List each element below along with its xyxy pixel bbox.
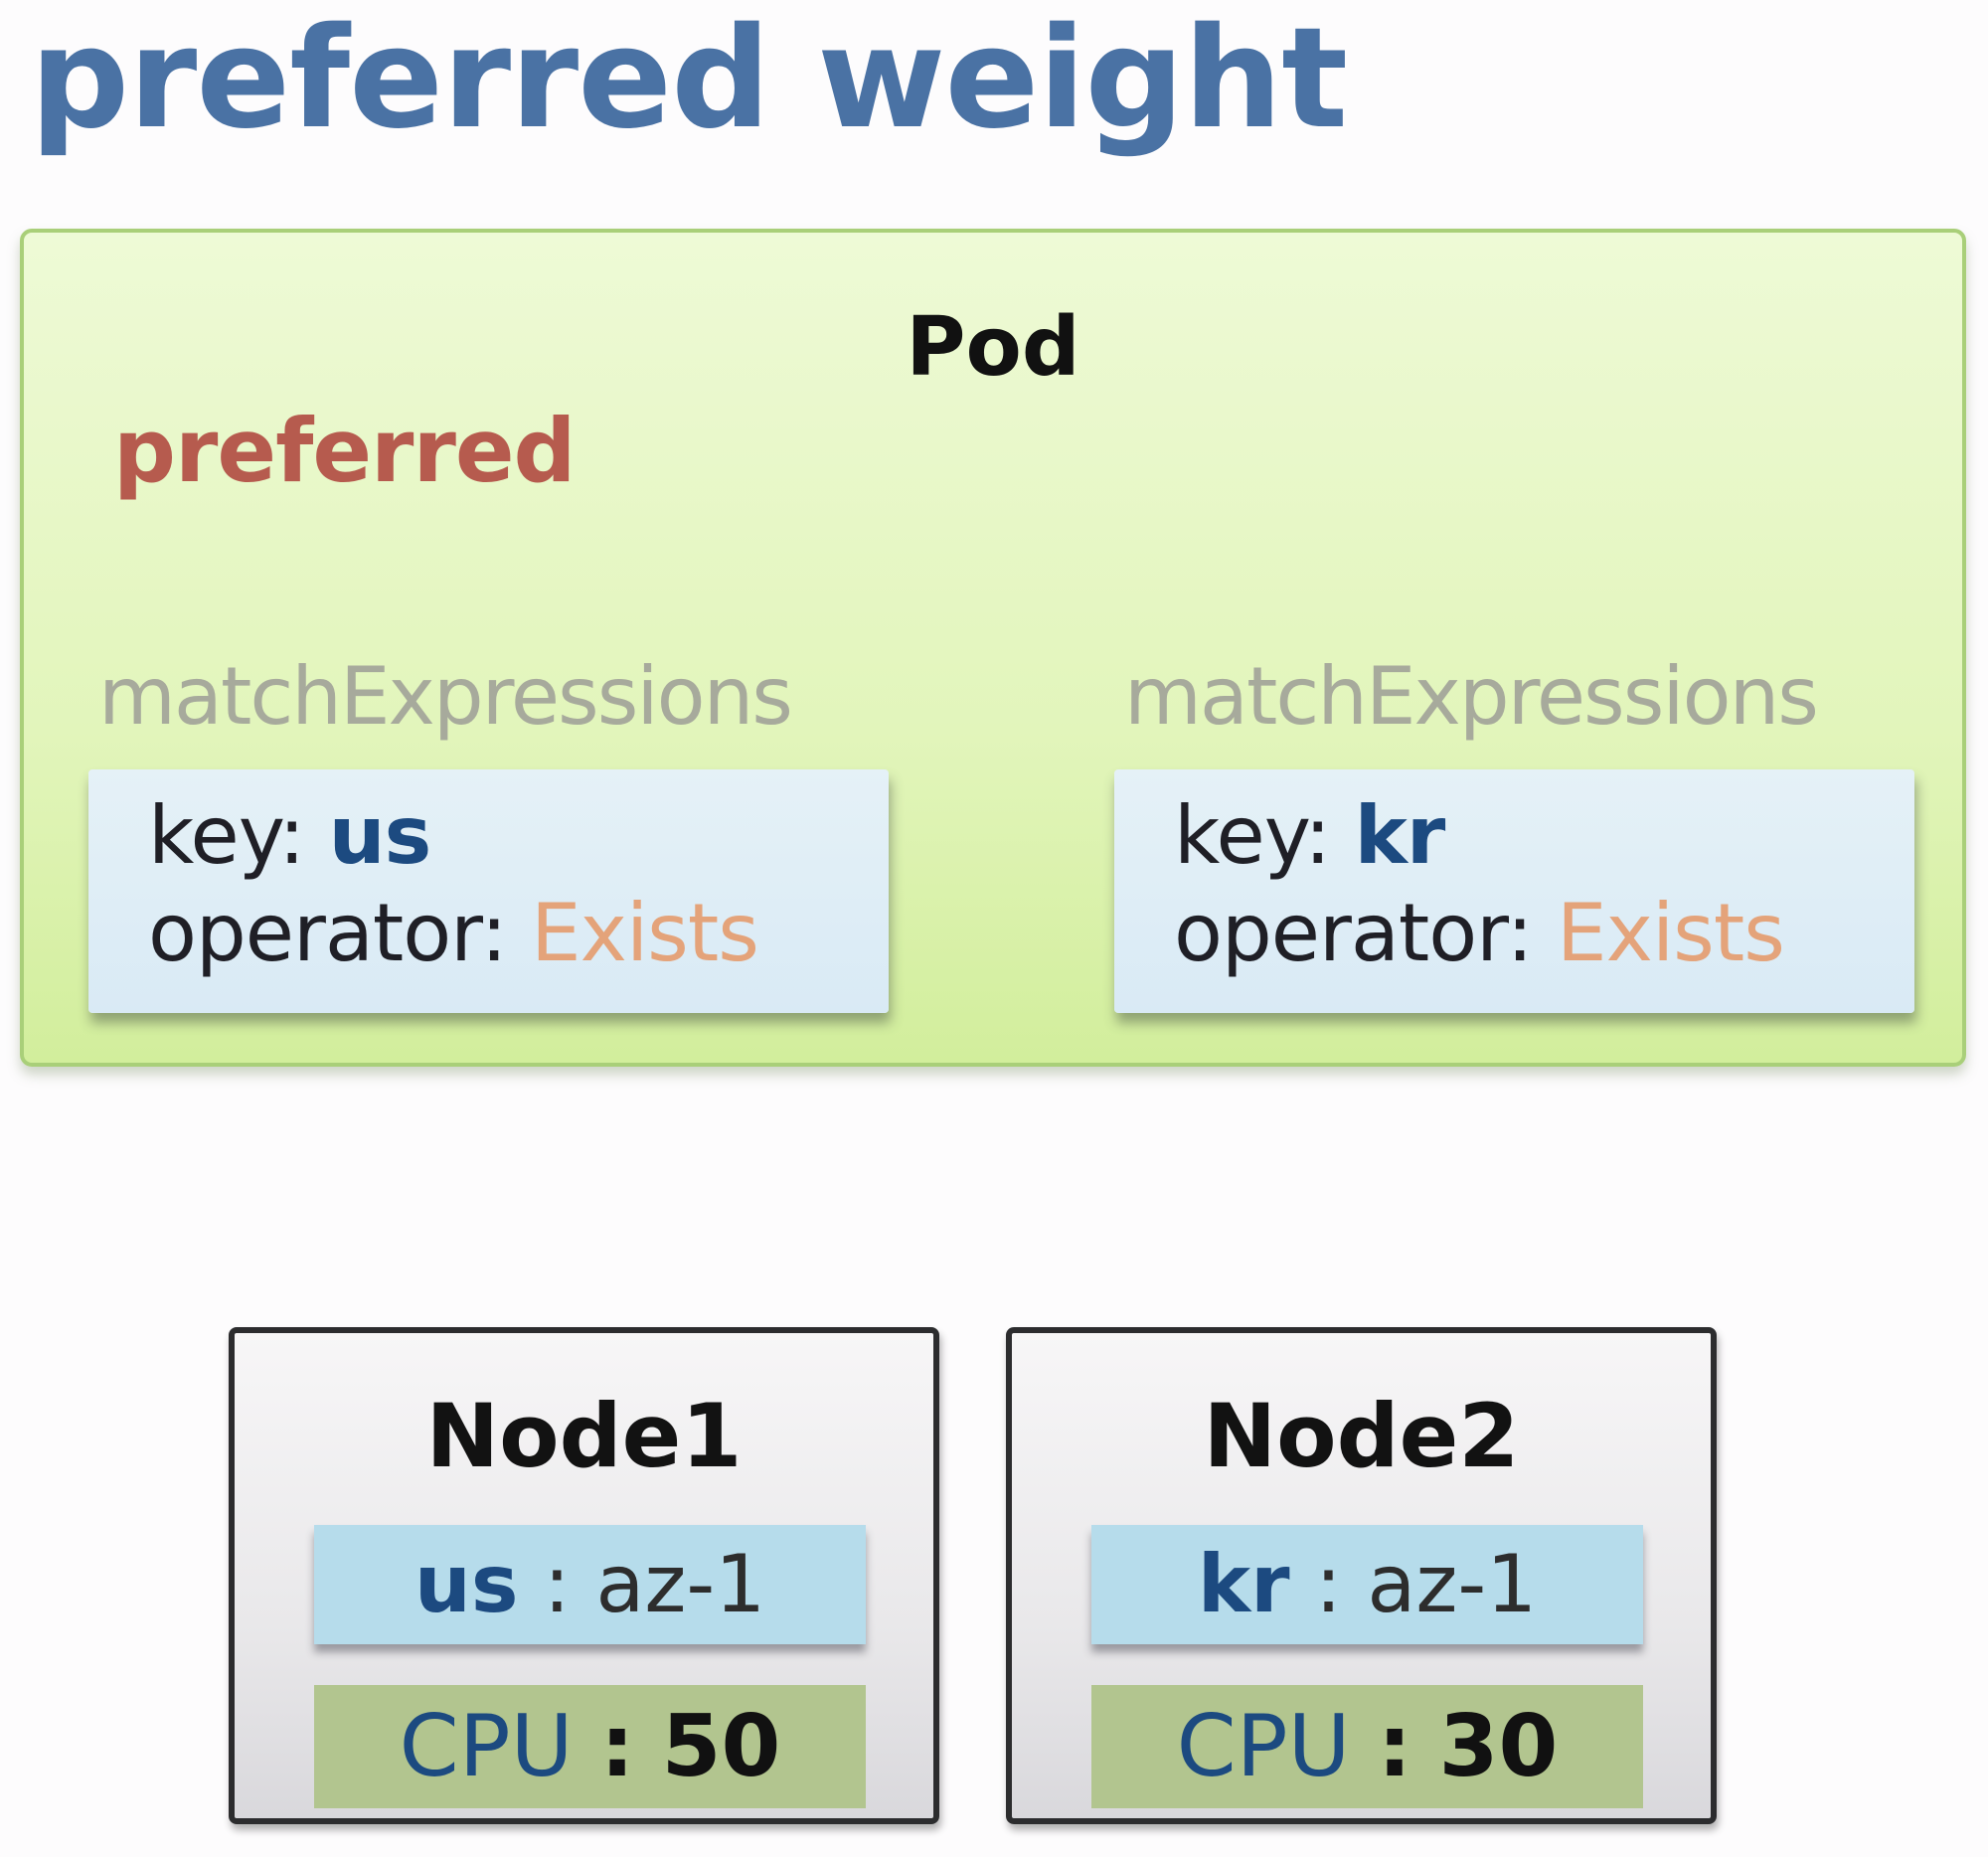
key-value: kr xyxy=(1354,789,1446,882)
key-label: key: xyxy=(1174,789,1331,882)
node-name: Node2 xyxy=(1203,1385,1520,1487)
key-label: key: xyxy=(148,789,305,882)
pod-box: Pod preferred matchExpressions key: us o… xyxy=(20,229,1966,1067)
node-label-key: us xyxy=(414,1538,519,1630)
affinity-mode-label: preferred xyxy=(113,400,577,502)
node-name: Node1 xyxy=(425,1385,743,1487)
match-expression-box-2: key: kr operator: Exists xyxy=(1114,769,1914,1013)
match-expressions-title-2: matchExpressions xyxy=(1124,650,1819,743)
node-label-key: kr xyxy=(1197,1538,1290,1630)
expression-key-line: key: us xyxy=(148,789,432,882)
node-cpu-separator: : xyxy=(1377,1697,1412,1796)
expression-key-line: key: kr xyxy=(1174,789,1446,882)
node-cpu-value: 30 xyxy=(1438,1697,1559,1796)
operator-label: operator: xyxy=(148,887,508,979)
node-cpu-label: CPU xyxy=(399,1697,574,1796)
node-label-bar: us : az-1 xyxy=(314,1525,866,1644)
slide-title: preferred weight xyxy=(30,0,1348,160)
operator-label: operator: xyxy=(1174,887,1534,979)
node-box-2: Node2 kr : az-1 CPU : 30 xyxy=(1006,1327,1717,1824)
operator-value: Exists xyxy=(1557,887,1785,979)
node-label-separator: : xyxy=(543,1538,571,1630)
pod-label: Pod xyxy=(906,300,1080,395)
node-label-bar: kr : az-1 xyxy=(1091,1525,1643,1644)
node-box-1: Node1 us : az-1 CPU : 50 xyxy=(229,1327,939,1824)
operator-value: Exists xyxy=(531,887,759,979)
match-expression-box-1: key: us operator: Exists xyxy=(88,769,889,1013)
node-cpu-label: CPU xyxy=(1176,1697,1351,1796)
match-expressions-title-1: matchExpressions xyxy=(98,650,793,743)
node-label-value: az-1 xyxy=(595,1538,766,1630)
expression-operator-line: operator: Exists xyxy=(1174,887,1785,979)
node-label-value: az-1 xyxy=(1367,1538,1538,1630)
key-value: us xyxy=(328,789,432,882)
expression-operator-line: operator: Exists xyxy=(148,887,759,979)
node-cpu-separator: : xyxy=(599,1697,635,1796)
node-cpu-bar: CPU : 30 xyxy=(1091,1685,1643,1808)
node-label-separator: : xyxy=(1314,1538,1342,1630)
node-cpu-value: 50 xyxy=(661,1697,781,1796)
node-cpu-bar: CPU : 50 xyxy=(314,1685,866,1808)
